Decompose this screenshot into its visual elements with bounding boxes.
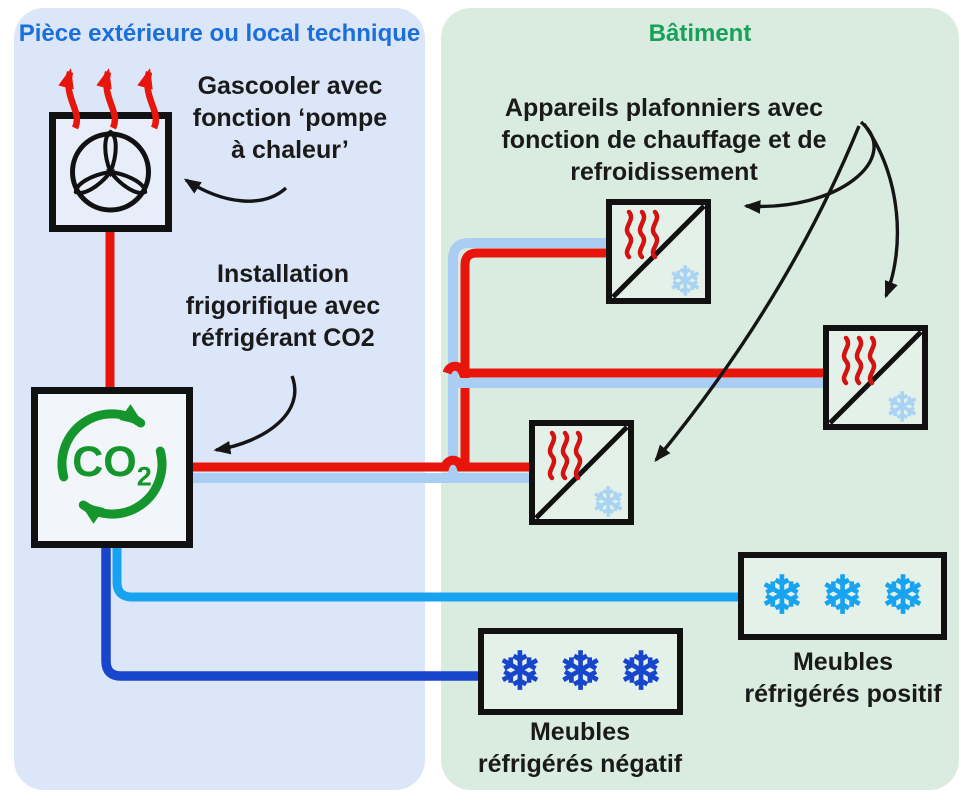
refrigerated-cabinet-positive: ❄ ❄ ❄ bbox=[738, 552, 947, 640]
ceiling-units-label: Appareils plafonniers avec fonction de c… bbox=[501, 94, 827, 186]
gascooler-label: Gascooler avec fonction ‘pompe à chaleur… bbox=[192, 72, 388, 164]
refrigerated-cabinet-negative: ❄ ❄ ❄ bbox=[478, 628, 683, 715]
ceiling-unit-1: ❄ bbox=[606, 199, 711, 304]
ceiling-unit-3: ❄ bbox=[529, 420, 634, 525]
cabinet-positive-label: Meubles réfrigérés positif bbox=[744, 648, 942, 708]
co2-label: CO2 bbox=[72, 438, 152, 492]
panel-building-title: Bâtiment bbox=[648, 20, 752, 47]
installation-label: Installation frigorifique avec réfrigéra… bbox=[185, 260, 381, 352]
cabinet-negative-label: Meubles réfrigérés négatif bbox=[477, 718, 683, 778]
co2-refrigeration-unit: CO2 bbox=[31, 387, 193, 548]
snowflake-icon: ❄ bbox=[668, 260, 702, 304]
panel-exterior-title: Pièce extérieure ou local technique bbox=[18, 20, 421, 47]
snowflake-icon: ❄ bbox=[498, 642, 542, 701]
co2-cycle-icon bbox=[57, 404, 167, 524]
snowflake-icon: ❄ bbox=[885, 386, 919, 430]
fan-icon bbox=[70, 129, 151, 213]
snowflake-icon: ❄ bbox=[881, 567, 925, 625]
snowflake-icon: ❄ bbox=[820, 567, 865, 625]
snowflake-icon: ❄ bbox=[558, 642, 603, 701]
snowflake-icon: ❄ bbox=[760, 567, 804, 625]
ceiling-unit-2: ❄ bbox=[823, 325, 928, 430]
snowflake-icon: ❄ bbox=[591, 481, 625, 525]
snowflake-icon: ❄ bbox=[619, 642, 663, 701]
gascooler-unit bbox=[49, 112, 172, 232]
